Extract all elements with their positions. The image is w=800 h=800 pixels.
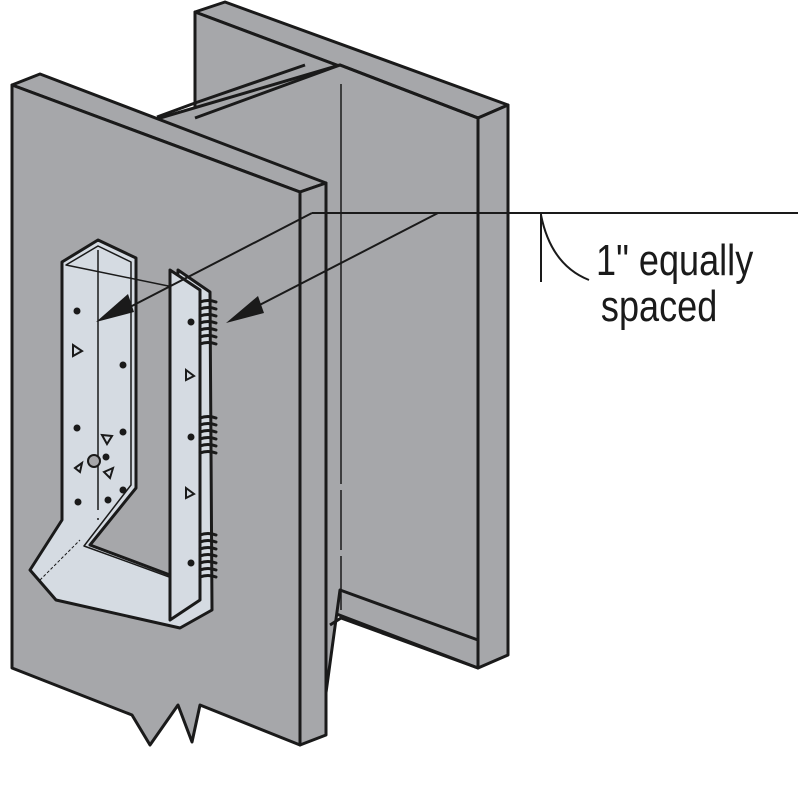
- nail-holes: [73, 307, 195, 567]
- back-flange-face: [476, 103, 510, 670]
- front-flange-side: [298, 181, 328, 747]
- callout-line-2: spaced: [600, 282, 718, 331]
- front-flange-face: [10, 83, 302, 747]
- triangle-holes: [72, 343, 196, 500]
- spacing-callout-label: 1" equally spaced: [596, 238, 753, 330]
- nail-slot-groups: [198, 299, 218, 579]
- arrowheads: [96, 294, 264, 323]
- callout-leaders: [127, 212, 798, 311]
- callout-line-1: 1" equally: [596, 236, 754, 285]
